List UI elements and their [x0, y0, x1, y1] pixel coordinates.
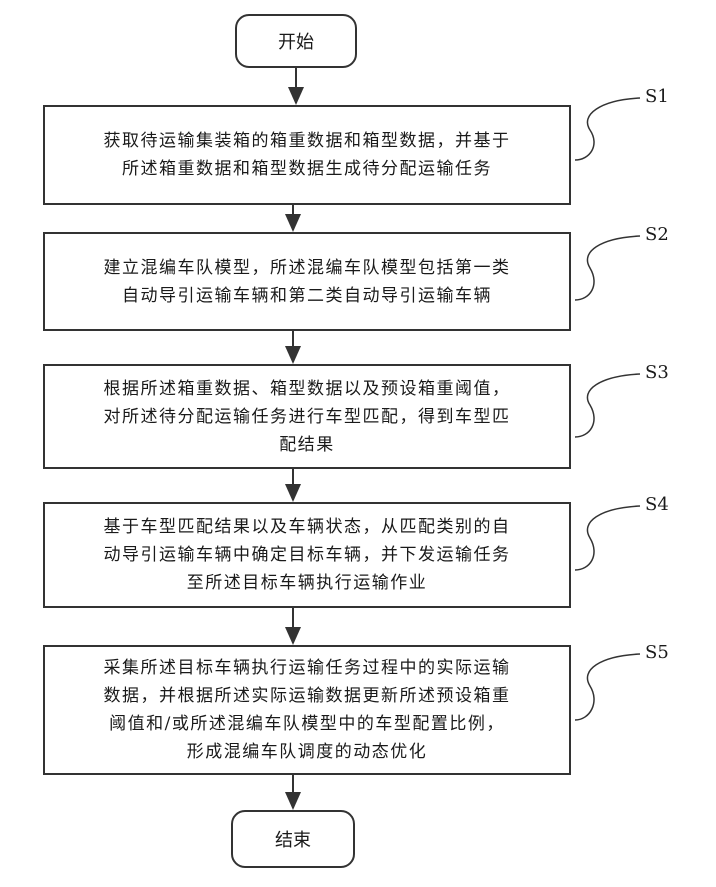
step-s3-text: 根据所述箱重数据、箱型数据以及预设箱重阈值， 对所述待分配运输任务进行车型匹配，… — [104, 375, 511, 459]
start-label: 开始 — [278, 28, 314, 54]
step-s3-label: S3 — [645, 362, 669, 383]
end-terminal: 结束 — [231, 810, 355, 868]
step-s2-label: S2 — [645, 224, 669, 245]
step-s5-line: 阈值和/或所述混编车队模型中的车型配置比例， — [104, 710, 511, 738]
step-s1-line: 所述箱重数据和箱型数据生成待分配运输任务 — [104, 155, 511, 183]
step-s4-box: 基于车型匹配结果以及车辆状态，从匹配类别的自 动导引运输车辆中确定目标车辆，并下… — [43, 502, 571, 608]
step-s4-line: 至所述目标车辆执行运输作业 — [104, 569, 511, 597]
leader-s1 — [575, 98, 640, 160]
step-s5-label: S5 — [645, 642, 669, 663]
leader-s2 — [575, 236, 640, 300]
step-s2-text: 建立混编车队模型，所述混编车队模型包括第一类 自动导引运输车辆和第二类自动导引运… — [104, 254, 511, 310]
start-terminal: 开始 — [235, 14, 357, 68]
step-s1-label: S1 — [645, 86, 669, 107]
step-s5-line: 采集所述目标车辆执行运输任务过程中的实际运输 — [104, 654, 511, 682]
step-s4-line: 基于车型匹配结果以及车辆状态，从匹配类别的自 — [104, 513, 511, 541]
leader-s3 — [575, 374, 640, 437]
step-s4-label: S4 — [645, 494, 669, 515]
step-s1-box: 获取待运输集装箱的箱重数据和箱型数据，并基于 所述箱重数据和箱型数据生成待分配运… — [43, 105, 571, 205]
step-s2-line: 自动导引运输车辆和第二类自动导引运输车辆 — [104, 282, 511, 310]
step-s5-box: 采集所述目标车辆执行运输任务过程中的实际运输 数据，并根据所述实际运输数据更新所… — [43, 645, 571, 775]
step-s1-line: 获取待运输集装箱的箱重数据和箱型数据，并基于 — [104, 127, 511, 155]
step-s2-box: 建立混编车队模型，所述混编车队模型包括第一类 自动导引运输车辆和第二类自动导引运… — [43, 232, 571, 331]
step-s5-line: 形成混编车队调度的动态优化 — [104, 738, 511, 766]
step-s3-line: 根据所述箱重数据、箱型数据以及预设箱重阈值， — [104, 375, 511, 403]
step-s5-text: 采集所述目标车辆执行运输任务过程中的实际运输 数据，并根据所述实际运输数据更新所… — [104, 654, 511, 766]
leader-s5 — [575, 654, 640, 720]
step-s3-line: 对所述待分配运输任务进行车型匹配，得到车型匹 — [104, 403, 511, 431]
step-s3-box: 根据所述箱重数据、箱型数据以及预设箱重阈值， 对所述待分配运输任务进行车型匹配，… — [43, 364, 571, 469]
step-s1-text: 获取待运输集装箱的箱重数据和箱型数据，并基于 所述箱重数据和箱型数据生成待分配运… — [104, 127, 511, 183]
leader-s4 — [575, 506, 640, 570]
step-s3-line: 配结果 — [104, 431, 511, 459]
step-s4-line: 动导引运输车辆中确定目标车辆，并下发运输任务 — [104, 541, 511, 569]
step-s2-line: 建立混编车队模型，所述混编车队模型包括第一类 — [104, 254, 511, 282]
step-s5-line: 数据，并根据所述实际运输数据更新所述预设箱重 — [104, 682, 511, 710]
end-label: 结束 — [275, 826, 311, 852]
step-s4-text: 基于车型匹配结果以及车辆状态，从匹配类别的自 动导引运输车辆中确定目标车辆，并下… — [104, 513, 511, 597]
